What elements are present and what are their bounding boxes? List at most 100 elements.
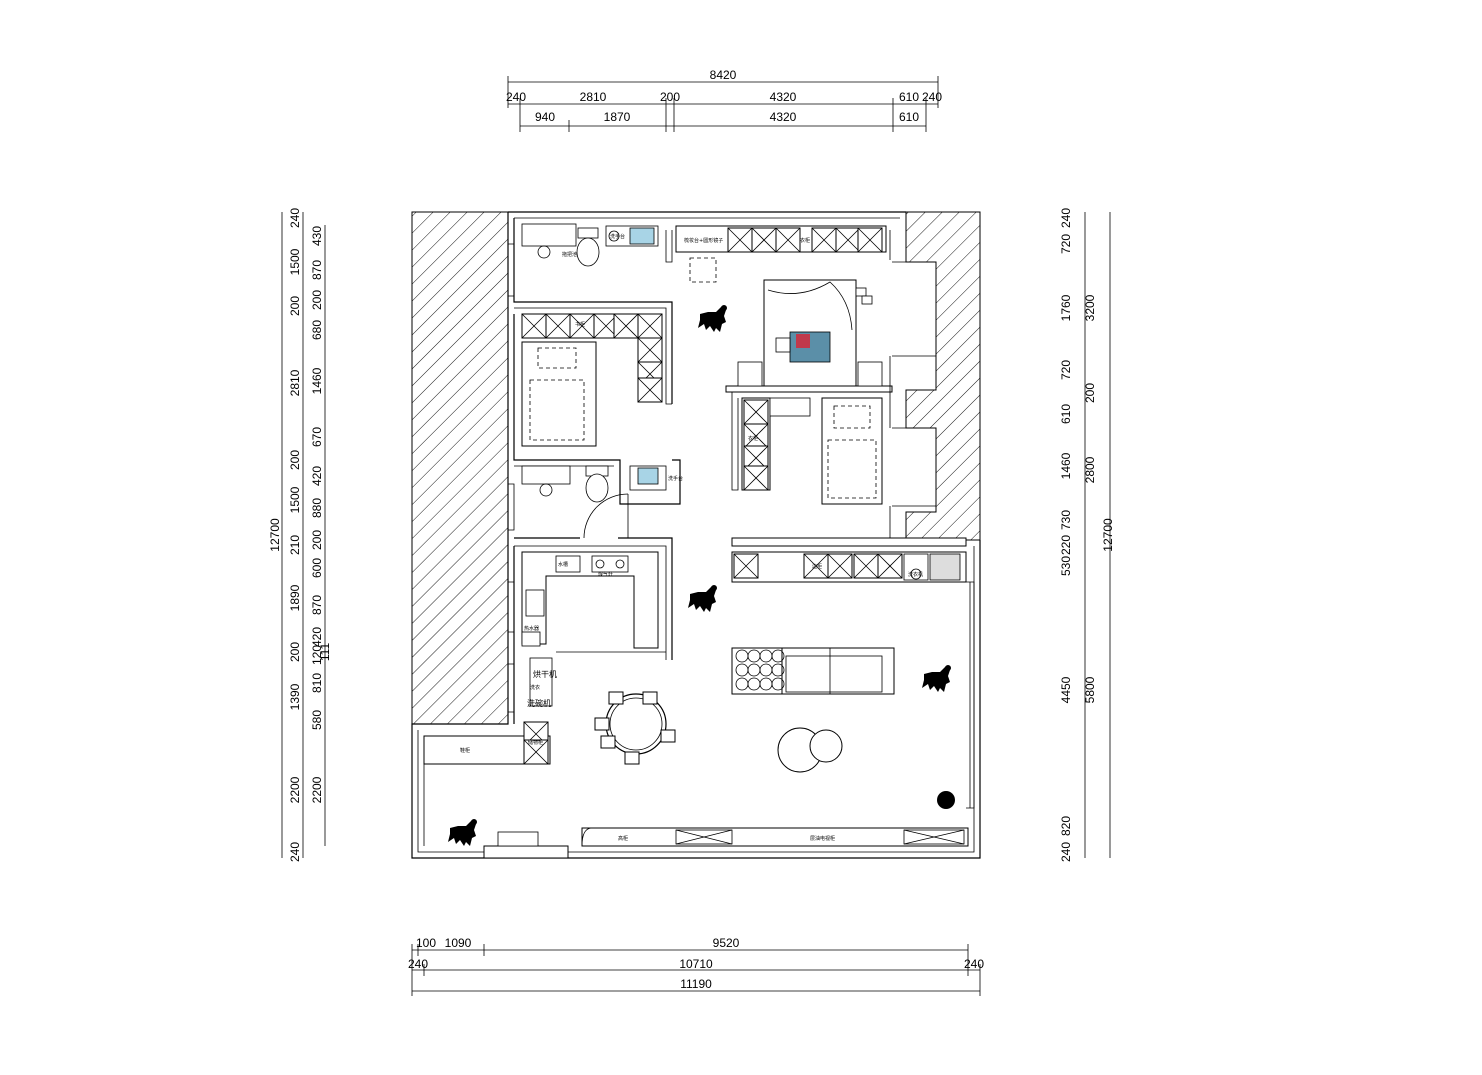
dim-left-c3-11: 420 bbox=[310, 627, 324, 647]
wardrobe-cell bbox=[727, 227, 753, 253]
dim-bottom-b: 1090 bbox=[445, 936, 472, 950]
cabinet-cell bbox=[827, 553, 853, 579]
wardrobe-cell bbox=[857, 227, 883, 253]
dog-icon bbox=[922, 665, 951, 692]
label-tall-cab: 高柜 bbox=[618, 835, 628, 842]
dim-left-extra: 111 bbox=[318, 643, 332, 662]
fridge-icon bbox=[525, 589, 545, 617]
dim-left-c3-8: 200 bbox=[310, 530, 324, 550]
dim-right-7: 220 bbox=[1059, 535, 1073, 555]
dim-bottom-g: 11190 bbox=[680, 977, 712, 991]
basin-mid-icon bbox=[637, 467, 659, 485]
dog-icon bbox=[448, 819, 477, 846]
cabinet-cell bbox=[853, 553, 879, 579]
toilet-icon bbox=[585, 473, 609, 503]
dim-left-c2-9: 1390 bbox=[288, 683, 302, 710]
wardrobe-cell bbox=[775, 227, 801, 253]
left-col2: 240 1500 200 2810 200 1500 210 1890 200 … bbox=[288, 208, 302, 862]
dim-right-col2-0: 3200 bbox=[1083, 294, 1097, 321]
bookcase-cell bbox=[521, 313, 547, 339]
wardrobe-cell bbox=[637, 377, 663, 403]
bookcase-cell bbox=[545, 313, 571, 339]
dim-top-b: 2810 bbox=[580, 90, 607, 104]
dim-right-10: 820 bbox=[1059, 816, 1073, 836]
dim-right-0: 240 bbox=[1059, 208, 1073, 228]
dim-top-j: 610 bbox=[899, 110, 919, 124]
bathroom-door[interactable] bbox=[583, 493, 629, 539]
nightstand-left bbox=[737, 361, 763, 387]
pillow-icon bbox=[775, 337, 791, 353]
dim-bottom-f: 240 bbox=[964, 957, 984, 971]
bed-right bbox=[821, 397, 883, 505]
dim-left-c3-0: 430 bbox=[310, 226, 324, 246]
dim-right-col2-2: 2800 bbox=[1083, 456, 1097, 483]
sofa-cushions bbox=[735, 649, 785, 691]
stool-outline bbox=[689, 257, 717, 283]
interior-walls bbox=[508, 218, 975, 809]
dim-left-c3-4: 1460 bbox=[310, 367, 324, 394]
dim-top-d: 4320 bbox=[770, 90, 797, 104]
label-basin-top: 洗手台 bbox=[610, 233, 625, 240]
exterior-hatch bbox=[411, 211, 981, 725]
cabinet-cell bbox=[733, 553, 759, 579]
dining-chair bbox=[594, 717, 610, 731]
sink-icon bbox=[555, 555, 581, 573]
dim-bottom-a: 100 bbox=[416, 936, 436, 950]
dim-right-5: 1460 bbox=[1059, 452, 1073, 479]
dim-left-c2-2: 200 bbox=[288, 296, 302, 316]
label-dishwasher: 洗碗机 bbox=[527, 698, 551, 708]
dim-right-11: 240 bbox=[1059, 842, 1073, 862]
wardrobe-cell bbox=[835, 227, 861, 253]
cabinet-cell bbox=[877, 553, 903, 579]
dim-left-c3-10: 870 bbox=[310, 595, 324, 615]
dim-left-c3-7: 880 bbox=[310, 498, 324, 518]
nightstand-right bbox=[857, 361, 883, 387]
dim-left-c3-2: 200 bbox=[310, 290, 324, 310]
dog-icon bbox=[688, 585, 717, 612]
dim-bottom-e: 10710 bbox=[679, 957, 713, 971]
dressing-wardrobe: 梳妆台+圆形镜子 衣柜 bbox=[675, 225, 887, 283]
dining-chair bbox=[608, 691, 624, 705]
dim-right-8: 530 bbox=[1059, 556, 1073, 576]
dim-left-c2-0: 240 bbox=[288, 208, 302, 228]
entry-cabinet: 鞋柜 储物柜 bbox=[423, 721, 551, 846]
dim-top-g: 940 bbox=[535, 110, 555, 124]
wardrobe-cell bbox=[637, 337, 663, 363]
dim-right-3: 720 bbox=[1059, 360, 1073, 380]
dim-bottom-d: 240 bbox=[408, 957, 428, 971]
label-stove: 煤气灶 bbox=[598, 571, 613, 578]
living-room: 边柜 洗衣机 层油电视柜 高柜 bbox=[581, 551, 969, 847]
left-dimensions: 12700 240 1500 200 2810 200 1500 210 189… bbox=[268, 208, 332, 862]
person-red-icon bbox=[796, 334, 810, 348]
dim-left-c3-3: 680 bbox=[310, 320, 324, 340]
basin-top-icon bbox=[629, 227, 655, 245]
dim-left-c2-10: 2200 bbox=[288, 776, 302, 803]
dim-left-c3-1: 870 bbox=[310, 260, 324, 280]
dining-area bbox=[594, 691, 676, 765]
label-basin-mid: 洗手台 bbox=[668, 475, 683, 482]
dining-chair bbox=[642, 691, 658, 705]
dim-bottom-c: 9520 bbox=[713, 936, 740, 950]
wardrobe-cell bbox=[811, 227, 837, 253]
dim-right-4: 610 bbox=[1059, 404, 1073, 424]
dining-chair bbox=[624, 751, 640, 765]
plant-icon bbox=[937, 791, 955, 809]
bottom-dimensions: 100 1090 9520 240 10710 240 11190 bbox=[408, 936, 984, 996]
desk bbox=[769, 397, 811, 417]
label-wardrobe-top: 衣柜 bbox=[800, 237, 810, 244]
dim-top-f: 240 bbox=[922, 90, 942, 104]
master-bed bbox=[737, 279, 883, 387]
label-dryer: 烘干机 bbox=[533, 669, 557, 679]
dog-icon bbox=[698, 305, 727, 332]
dim-left-c3-9: 600 bbox=[310, 558, 324, 578]
dim-right-col2-3: 5800 bbox=[1083, 676, 1097, 703]
dim-left-c3-12: 120 bbox=[310, 645, 324, 665]
dim-top-e: 610 bbox=[899, 90, 919, 104]
dim-right-total: 12700 bbox=[1101, 518, 1115, 552]
wardrobe-cell bbox=[751, 227, 777, 253]
dining-chair bbox=[660, 729, 676, 743]
dim-left-c2-4: 200 bbox=[288, 450, 302, 470]
bathroom-top: 拖把池 洗手台 bbox=[521, 223, 659, 267]
dim-left-c2-6: 210 bbox=[288, 535, 302, 555]
